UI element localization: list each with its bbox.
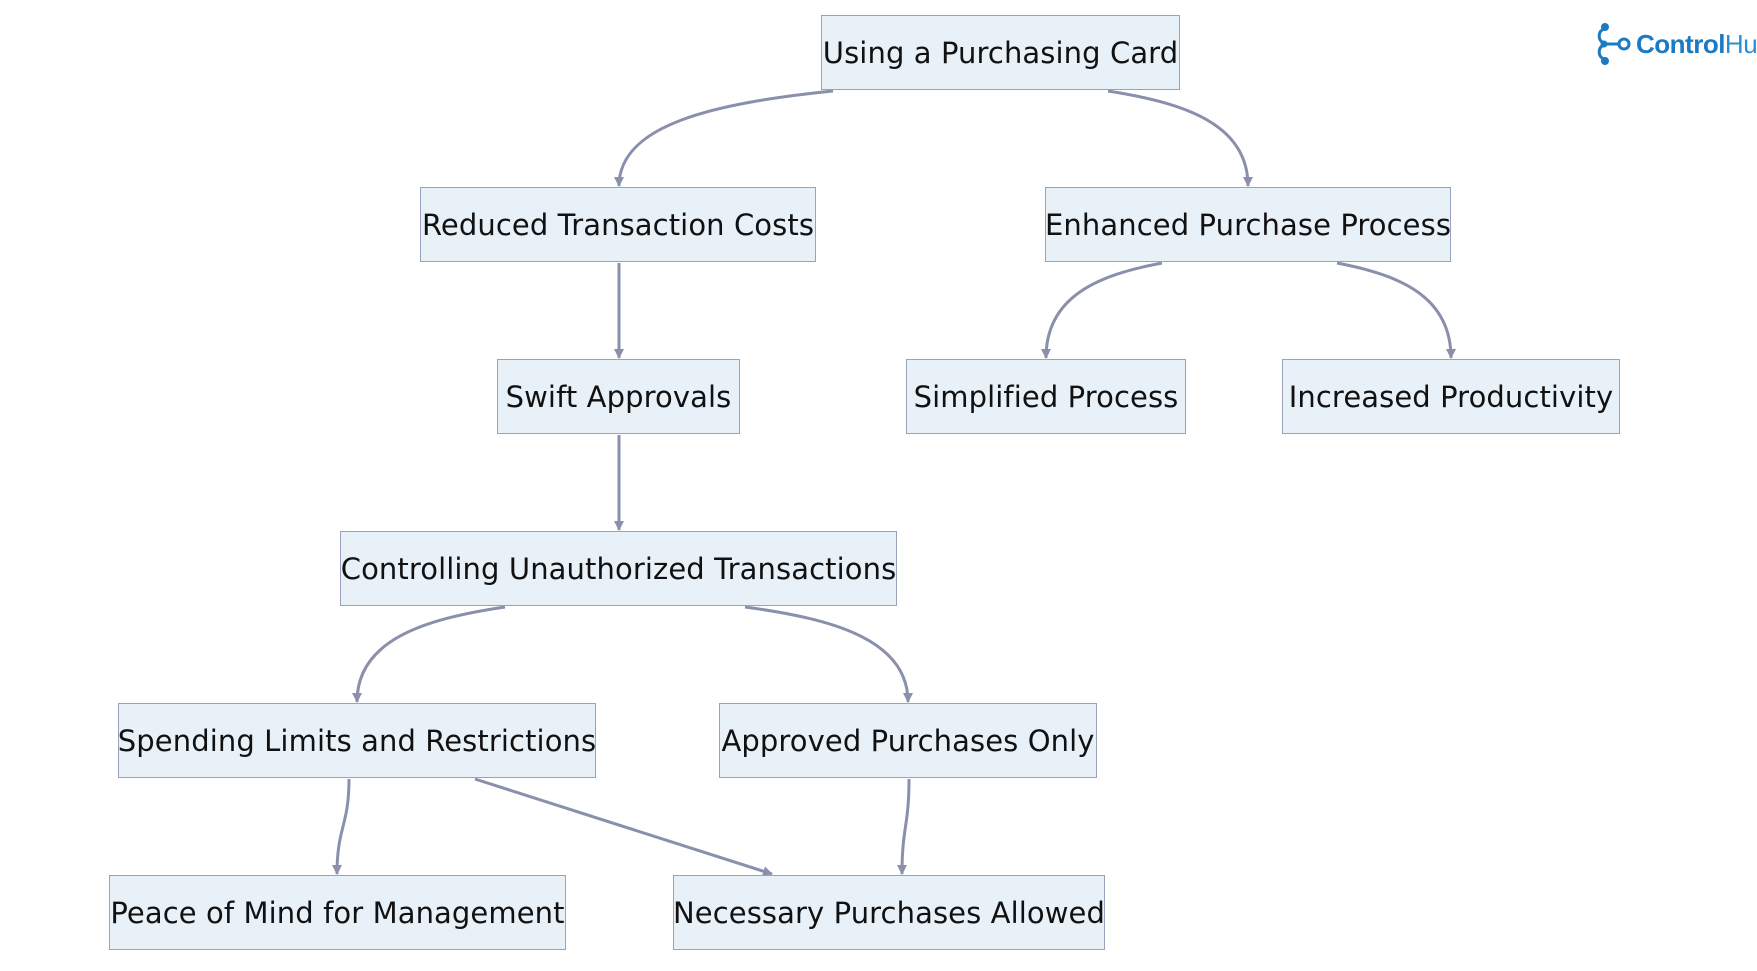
edge-controlling-to-limits (352, 605, 506, 703)
edge-card-to-reduced (614, 89, 834, 187)
node-simplified-process: Simplified Process (906, 359, 1186, 434)
node-necessary-purchases-allowed: Necessary Purchases Allowed (673, 875, 1105, 950)
controlhub-logo-icon (1597, 23, 1631, 65)
node-approved-purchases-only: Approved Purchases Only (719, 703, 1097, 778)
node-increased-productivity: Increased Productivity (1282, 359, 1620, 434)
node-peace-of-mind-for-management: Peace of Mind for Management (109, 875, 566, 950)
edge-approved-to-necessary (897, 778, 911, 875)
node-enhanced-purchase-process: Enhanced Purchase Process (1045, 187, 1451, 262)
edge-limits-to-necessary (474, 777, 773, 877)
controlhub-logo: ControlHub (1594, 20, 1757, 68)
node-spending-limits-and-restrictions: Spending Limits and Restrictions (118, 703, 596, 778)
logo-brand-light: Hub (1724, 28, 1757, 59)
node-using-a-purchasing-card: Using a Purchasing Card (821, 15, 1180, 90)
node-swift-approvals: Swift Approvals (497, 359, 740, 434)
logo-brand-strong: Control (1636, 28, 1725, 59)
node-controlling-unauthorized-transactions: Controlling Unauthorized Transactions (340, 531, 897, 606)
edge-enhanced-to-simplified (1041, 261, 1163, 359)
edge-limits-to-peace (332, 778, 351, 875)
edge-controlling-to-approved (744, 605, 913, 703)
node-reduced-transaction-costs: Reduced Transaction Costs (420, 187, 816, 262)
edge-card-to-enhanced (1107, 89, 1253, 187)
controlhub-logo-text: ControlHub (1636, 29, 1757, 60)
edge-enhanced-to-productivity (1336, 261, 1456, 359)
